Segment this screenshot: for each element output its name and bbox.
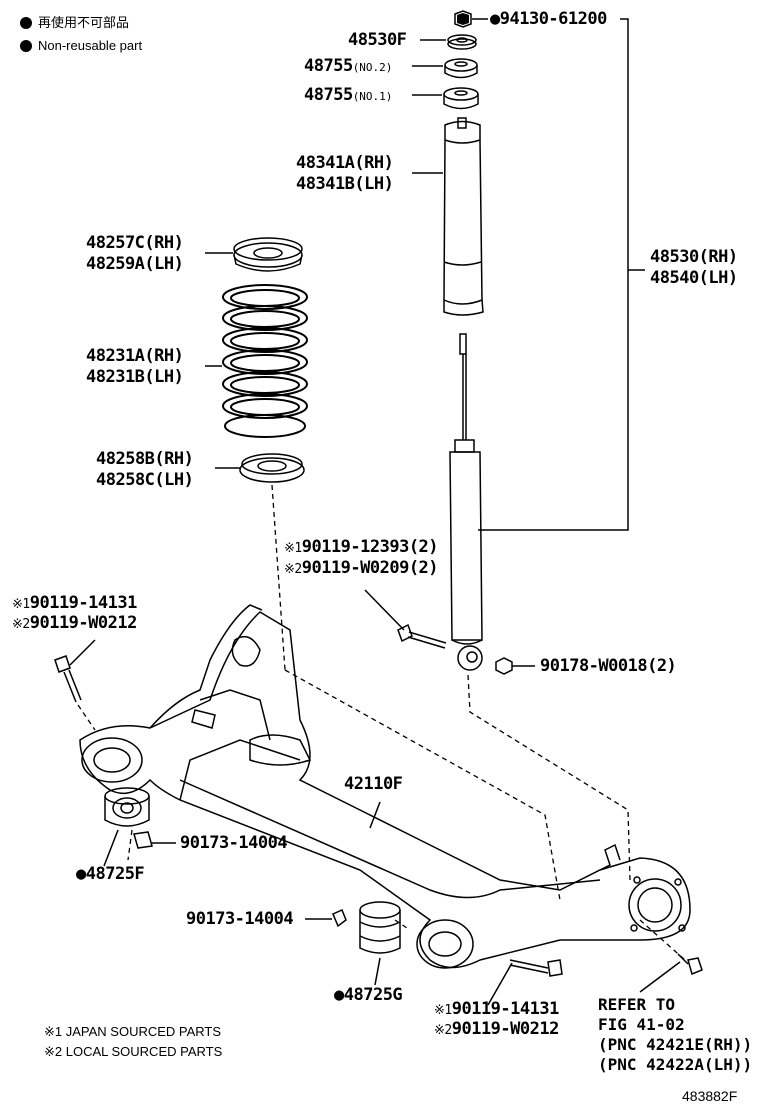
bolt-12393: [364, 589, 447, 649]
washer-48530f: [447, 34, 477, 50]
mark-1: ※1: [12, 597, 30, 612]
label-48725f: ●48725F: [76, 863, 145, 885]
label-14131-bottom: ※190119-14131: [434, 998, 559, 1022]
part-48231b: 48231B(LH): [86, 367, 184, 387]
part-w0212: 90119-W0212: [29, 613, 138, 633]
label-w0212-left: ※290119-W0212: [12, 612, 137, 636]
lower-spring-seat: [239, 453, 305, 483]
label-48725g: ●48725G: [334, 984, 403, 1006]
part-no1: (NO.1): [352, 90, 393, 103]
label-48755-no2: 48755(NO.2): [304, 55, 392, 79]
non-reusable-dot-icon: [20, 17, 32, 29]
shock-absorber: [449, 333, 483, 671]
part-12393: 90119-12393(2): [301, 537, 439, 557]
part-42110f: 42110F: [344, 774, 403, 794]
part-w0209: 90119-W0209(2): [301, 558, 439, 578]
part-48231a: 48231A(RH): [86, 346, 184, 366]
note-japan-sourced: ※1 JAPAN SOURCED PARTS: [44, 1024, 222, 1039]
part-48540: 48540(LH): [650, 268, 738, 288]
part-48755: 48755: [304, 56, 353, 76]
nut-w0018: [495, 657, 535, 675]
mark-1: ※1: [284, 541, 302, 556]
part-14131: 90119-14131: [29, 593, 138, 613]
part-w0212: 90119-W0212: [451, 1019, 560, 1039]
legend-en: Non-reusable part: [20, 37, 142, 55]
bush-48725f: [104, 787, 150, 827]
legend-jp: 再使用不可部品: [20, 14, 129, 32]
part-48258b: 48258B(RH): [96, 449, 194, 469]
bolt-14131-left: [54, 639, 96, 703]
part-48341b: 48341B(LH): [296, 174, 394, 194]
part-48755: 48755: [304, 85, 353, 105]
part-48530f: 48530F: [348, 30, 407, 50]
part-48530: 48530(RH): [650, 247, 738, 267]
label-w0209: ※290119-W0209(2): [284, 557, 439, 581]
legend-jp-text: 再使用不可部品: [38, 15, 130, 30]
refer-to-line3: (PNC 42421E(RH)): [598, 1035, 753, 1054]
insulator-no2: [444, 58, 478, 79]
figure-id: 483882F: [682, 1088, 738, 1104]
part-48258c: 48258C(LH): [96, 470, 194, 490]
part-14004-left: 90173-14004: [180, 833, 288, 853]
part-w0018: 90178-W0018(2): [540, 656, 677, 676]
non-reusable-mark: ●: [76, 864, 86, 884]
mark-1: ※1: [434, 1003, 452, 1018]
label-w0212-bottom: ※290119-W0212: [434, 1018, 559, 1042]
nut-14004-right: [332, 908, 347, 928]
bush-48725g: [359, 901, 401, 954]
non-reusable-mark: ●: [490, 9, 500, 29]
axle-beam: [79, 604, 691, 969]
mark-2: ※2: [12, 617, 30, 632]
non-reusable-dot-icon: [20, 40, 32, 52]
part-14131: 90119-14131: [451, 999, 560, 1019]
legend-en-text: Non-reusable part: [38, 38, 143, 53]
part-94130: 94130-61200: [499, 9, 608, 29]
part-48725f: 48725F: [85, 864, 145, 884]
refer-to-line1: REFER TO: [598, 995, 676, 1014]
refer-to-line4: (PNC 42422A(LH)): [598, 1055, 753, 1074]
label-12393: ※190119-12393(2): [284, 536, 439, 560]
bolt-ref: [639, 953, 703, 993]
part-no2: (NO.2): [352, 61, 393, 74]
part-48341a: 48341A(RH): [296, 153, 394, 173]
part-48725g: 48725G: [343, 985, 403, 1005]
mark-2: ※2: [284, 562, 302, 577]
upper-spring-seat: [233, 237, 303, 272]
bolt-14131-bottom: [487, 959, 563, 1006]
coil-spring: [222, 284, 308, 438]
part-14004-right: 90173-14004: [186, 909, 294, 929]
label-94130: ●94130-61200: [490, 8, 607, 30]
non-reusable-mark: ●: [334, 985, 344, 1005]
label-14131-left: ※190119-14131: [12, 592, 137, 616]
nut-94130: [454, 10, 472, 28]
refer-to-line2: FIG 41-02: [598, 1015, 685, 1034]
nut-14004-left: [133, 831, 153, 849]
label-48755-no1: 48755(NO.1): [304, 84, 392, 108]
insulator-no1: [443, 87, 479, 110]
dust-boot: [443, 117, 484, 316]
part-48257c: 48257C(RH): [86, 233, 184, 253]
note-local-sourced: ※2 LOCAL SOURCED PARTS: [44, 1044, 223, 1059]
part-48259a: 48259A(LH): [86, 254, 184, 274]
mark-2: ※2: [434, 1023, 452, 1038]
